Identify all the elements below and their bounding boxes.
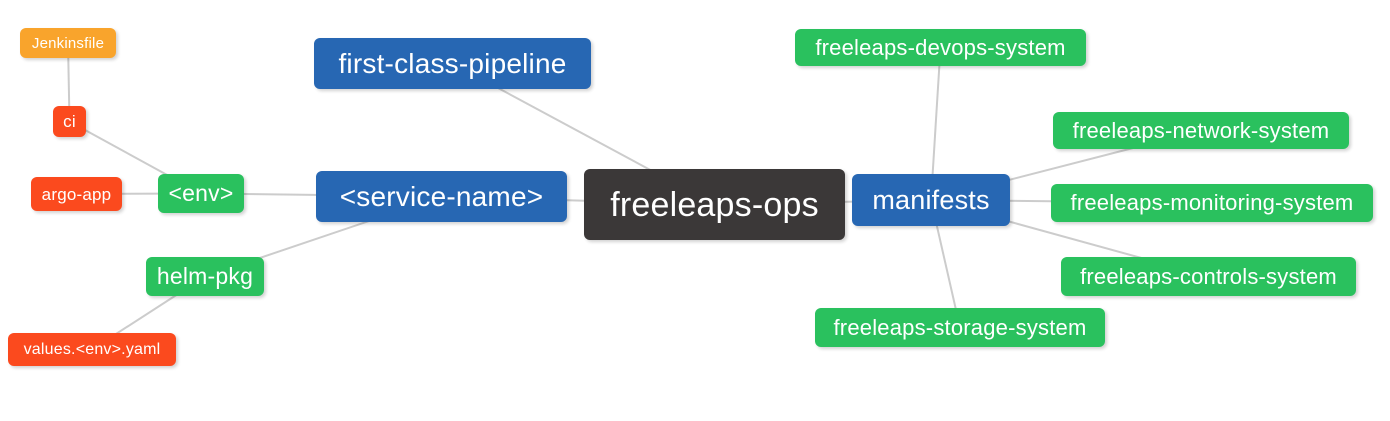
node-freeleaps-network-system[interactable]: freeleaps-network-system <box>1053 112 1349 149</box>
node-ci[interactable]: ci <box>53 106 86 137</box>
node-argo-app[interactable]: argo-app <box>31 177 122 211</box>
node-freeleaps-ops[interactable]: freeleaps-ops <box>584 169 845 240</box>
node-values-env-yaml[interactable]: values.<env>.yaml <box>8 333 176 366</box>
node-manifests[interactable]: manifests <box>852 174 1010 226</box>
node-freeleaps-controls-system[interactable]: freeleaps-controls-system <box>1061 257 1356 296</box>
node-helm-pkg[interactable]: helm-pkg <box>146 257 264 296</box>
node-service-name[interactable]: <service-name> <box>316 171 567 222</box>
node-freeleaps-monitoring-system[interactable]: freeleaps-monitoring-system <box>1051 184 1373 222</box>
node-first-class-pipeline[interactable]: first-class-pipeline <box>314 38 591 89</box>
node-jenkinsfile[interactable]: Jenkinsfile <box>20 28 116 58</box>
node-freeleaps-storage-system[interactable]: freeleaps-storage-system <box>815 308 1105 347</box>
node-freeleaps-devops-system[interactable]: freeleaps-devops-system <box>795 29 1086 66</box>
node-env[interactable]: <env> <box>158 174 244 213</box>
